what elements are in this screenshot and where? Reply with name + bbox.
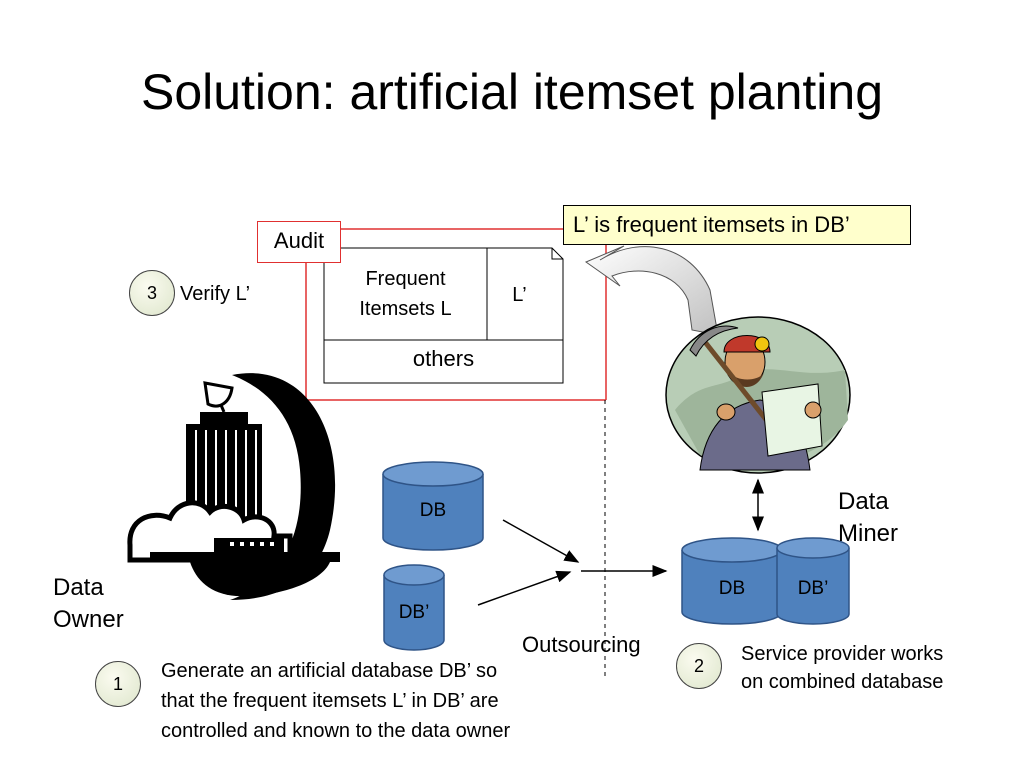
dbprime-cylinder-miner: [776, 537, 850, 625]
step-2-text: Service provider works on combined datab…: [741, 640, 943, 696]
frequent-itemsets-line2: Itemsets L: [359, 298, 452, 320]
step-1-text: Generate an artificial database DB’ so t…: [161, 656, 510, 746]
step-1-line1: Generate an artificial database DB’ so: [161, 660, 498, 682]
frequent-itemsets-callout: L’ is frequent itemsets in DB’: [563, 205, 911, 245]
step-1-line2: that the frequent itemsets L’ in DB’ are: [161, 690, 499, 712]
data-owner-line1: Data: [53, 574, 104, 601]
dbprime-merge-arrow: [477, 570, 572, 606]
audit-box: Audit: [257, 221, 341, 263]
frequent-itemsets-cell: Frequent Itemsets L: [324, 264, 487, 324]
step-2-badge: 2: [676, 643, 722, 689]
data-owner-label: Data Owner: [53, 572, 124, 636]
db-merge-arrow: [502, 519, 580, 563]
step-3-text: Verify L’: [180, 283, 251, 305]
step-3-badge: 3: [129, 270, 175, 316]
dbprime-cylinder-owner: [383, 564, 445, 651]
data-miner-icon: [665, 316, 851, 474]
db-cylinder-owner: [382, 461, 484, 551]
dbprime-owner-label: DB’: [398, 602, 430, 623]
frequent-itemsets-line1: Frequent: [365, 268, 446, 290]
step-2-line1: Service provider works: [741, 643, 944, 665]
lprime-cell: L’: [512, 284, 527, 306]
slide-title: Solution: artificial itemset planting: [140, 64, 884, 120]
itemset-table: [323, 247, 564, 384]
db-miner-label: DB: [718, 578, 746, 599]
outsourcing-label: Outsourcing: [522, 632, 641, 657]
data-miner-line1: Data: [838, 488, 889, 515]
data-owner-line2: Owner: [53, 606, 124, 633]
others-cell: others: [412, 346, 475, 371]
db-owner-label: DB: [419, 500, 447, 521]
data-miner-label: Data Miner: [838, 486, 898, 550]
db-cylinder-miner: [681, 537, 783, 625]
data-owner-building-icon: [127, 373, 340, 600]
data-miner-line2: Miner: [838, 520, 899, 547]
step-2-line2: on combined database: [741, 671, 944, 693]
curved-return-arrow: [584, 245, 719, 336]
step-1-line3: controlled and known to the data owner: [161, 720, 511, 742]
dbprime-miner-label: DB’: [797, 578, 829, 599]
step-1-badge: 1: [95, 661, 141, 707]
